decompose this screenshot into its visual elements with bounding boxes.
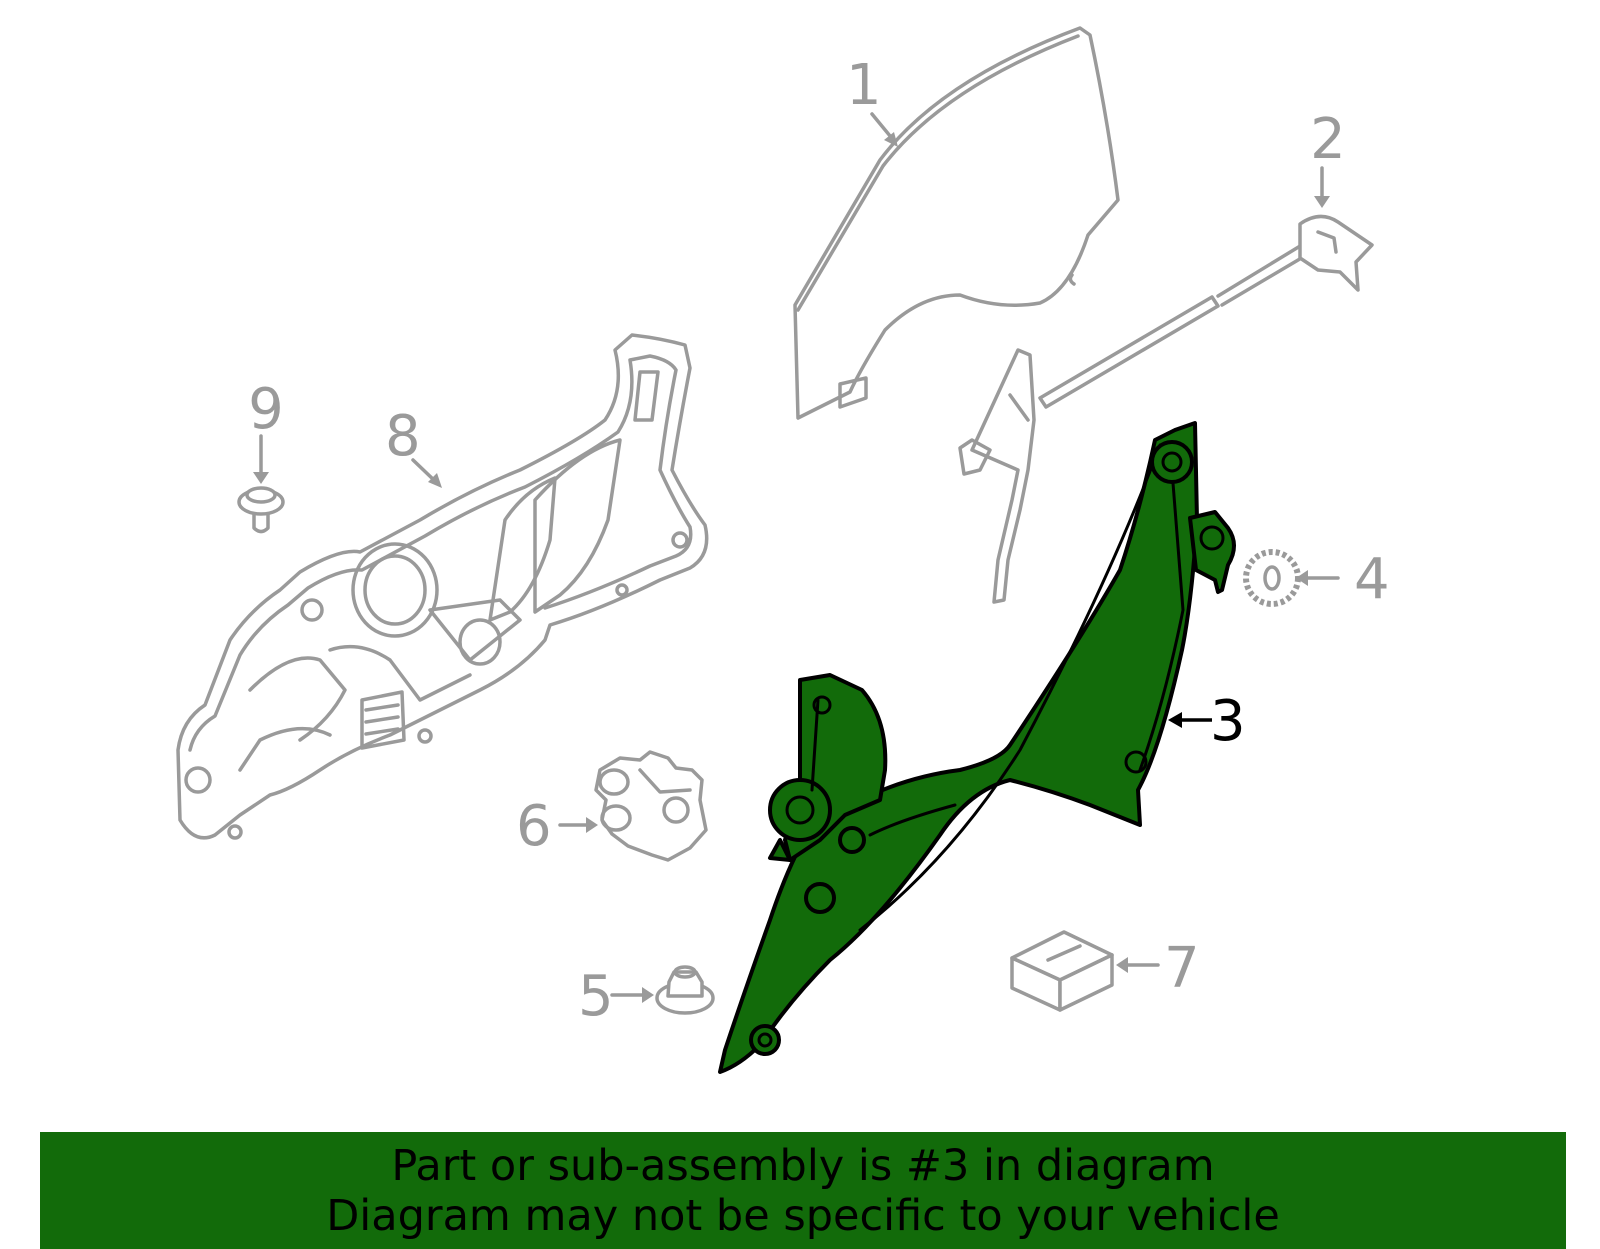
callout-6[interactable]: 6 bbox=[516, 794, 552, 859]
arrowhead-9 bbox=[253, 472, 269, 484]
callout-4[interactable]: 4 bbox=[1354, 547, 1390, 612]
arrowhead-4 bbox=[1296, 570, 1308, 586]
arrowhead-5 bbox=[642, 987, 654, 1003]
door-carrier-panel-part-8[interactable] bbox=[176, 333, 709, 840]
arrowhead-8 bbox=[428, 473, 442, 488]
callout-5[interactable]: 5 bbox=[578, 964, 614, 1029]
arrowhead-6 bbox=[586, 817, 598, 833]
callout-2[interactable]: 2 bbox=[1310, 107, 1346, 172]
banner-line-disclaimer: Diagram may not be specific to your vehi… bbox=[326, 1190, 1280, 1241]
arrowhead-7 bbox=[1116, 957, 1128, 973]
banner-line-part-number: Part or sub-assembly is #3 in diagram bbox=[391, 1140, 1215, 1191]
arrowhead-1 bbox=[884, 132, 898, 147]
arrowhead-3 bbox=[1168, 712, 1182, 728]
callout-8[interactable]: 8 bbox=[385, 404, 421, 469]
door-glass-part-1[interactable] bbox=[793, 26, 1120, 420]
callout-9[interactable]: 9 bbox=[248, 377, 284, 442]
info-banner: Part or sub-assembly is #3 in diagram Di… bbox=[40, 1132, 1566, 1249]
clip-part-9[interactable] bbox=[237, 486, 285, 534]
window-motor-part-6[interactable] bbox=[594, 750, 708, 862]
callout-1[interactable]: 1 bbox=[846, 53, 882, 118]
flange-nut-part-5[interactable] bbox=[655, 965, 715, 1015]
callout-3[interactable]: 3 bbox=[1210, 689, 1246, 754]
guide-rail-part-2[interactable] bbox=[958, 214, 1374, 604]
callout-7[interactable]: 7 bbox=[1164, 936, 1200, 1001]
window-regulator-part-3[interactable] bbox=[718, 421, 1236, 1074]
gear-washer-part-4[interactable] bbox=[1243, 549, 1301, 607]
foam-pad-part-7[interactable] bbox=[1010, 930, 1114, 1012]
arrowhead-2 bbox=[1314, 196, 1330, 208]
